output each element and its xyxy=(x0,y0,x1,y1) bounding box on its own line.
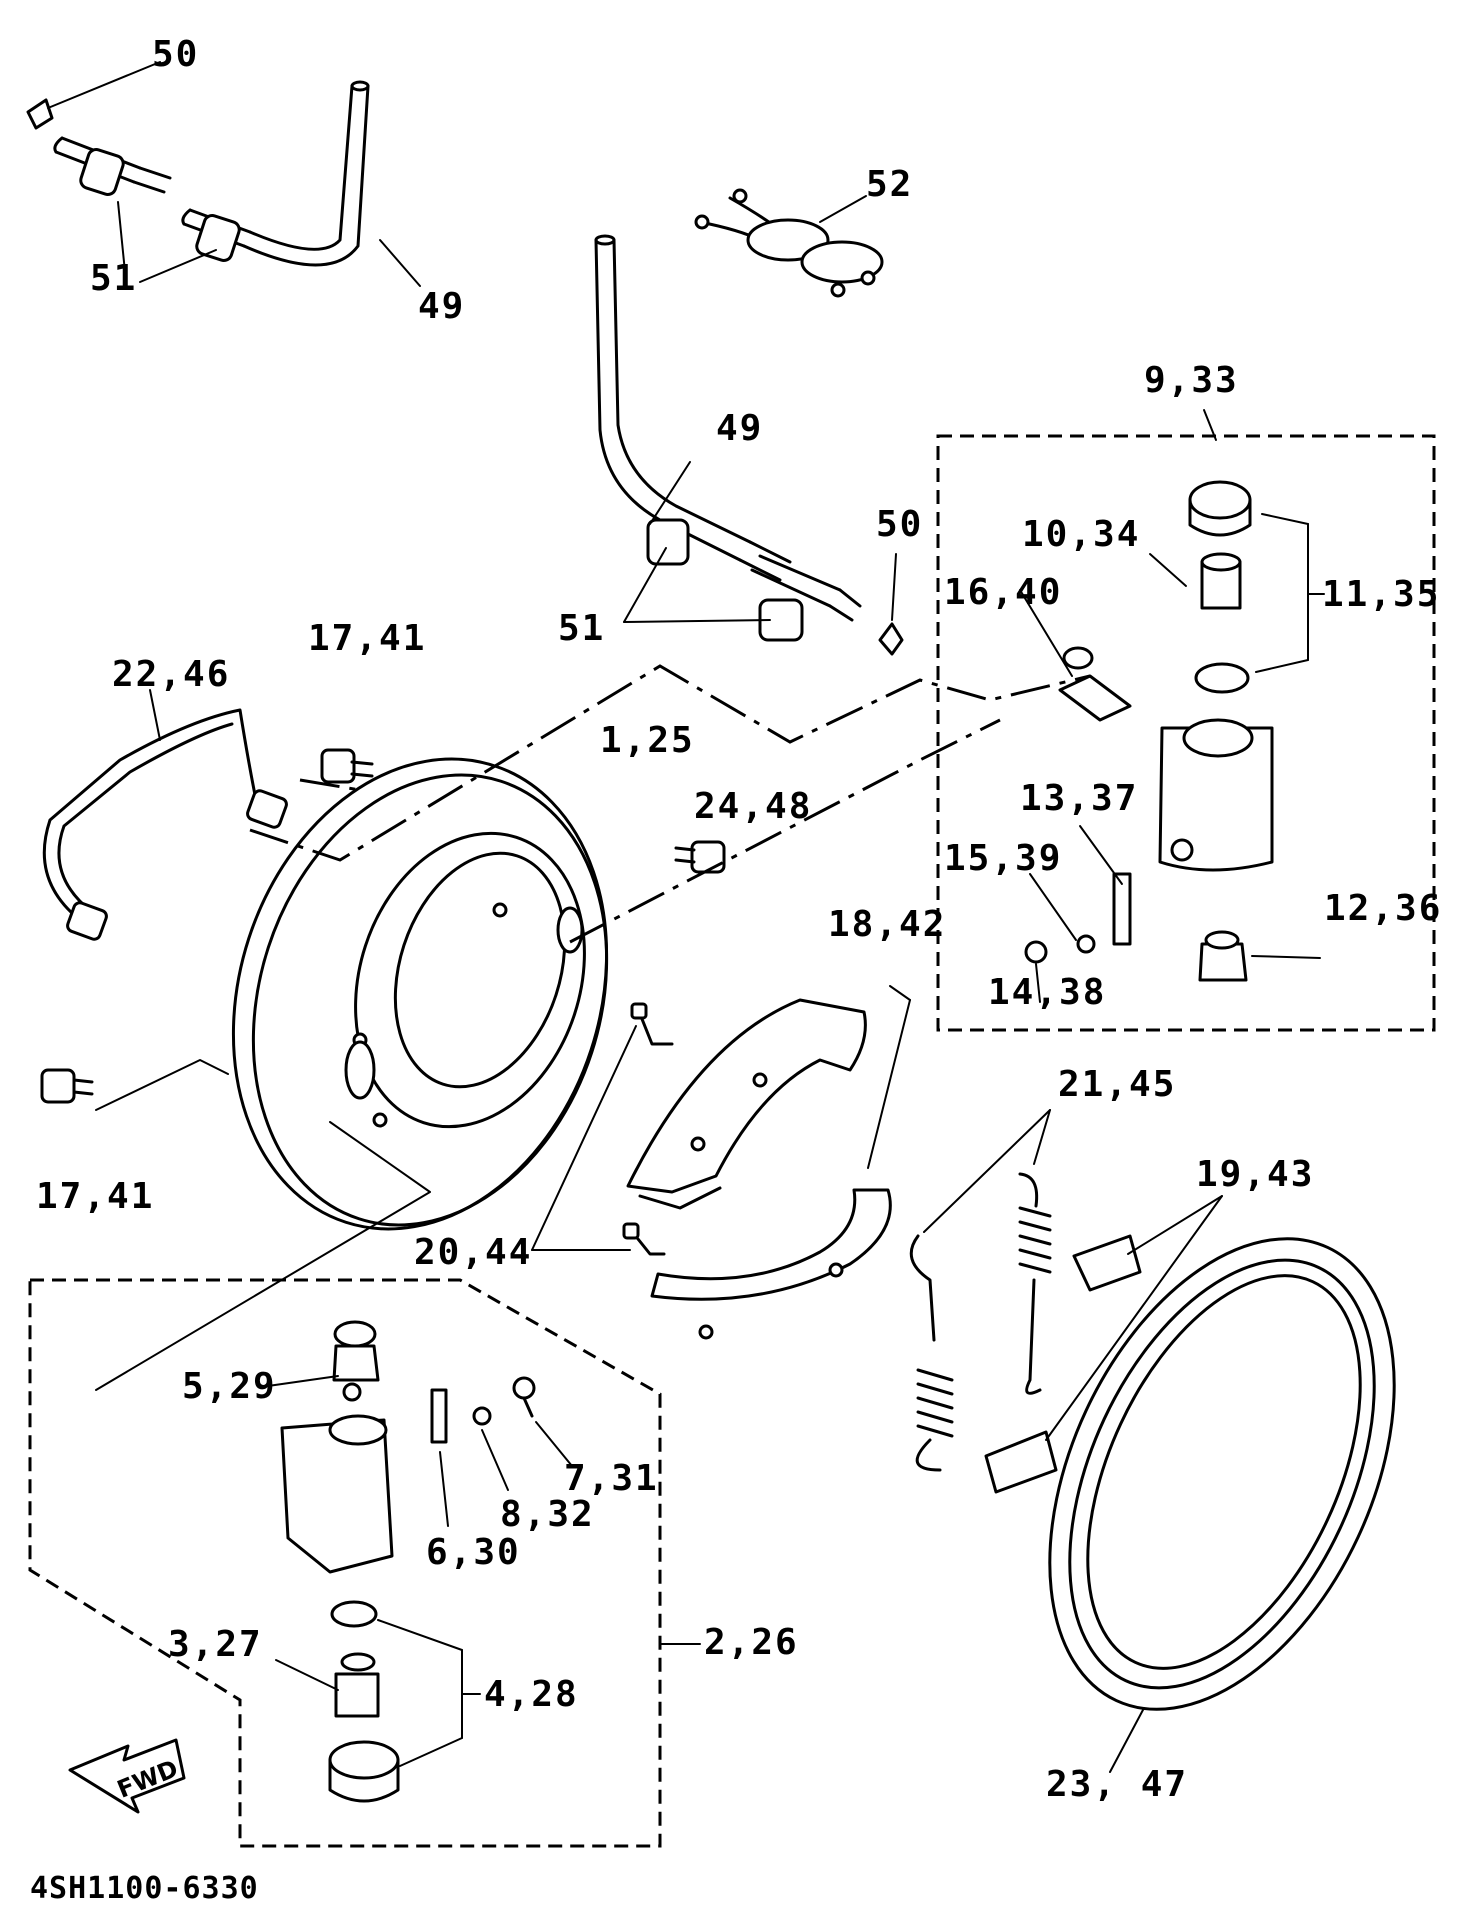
callout-21-45: 21,45 xyxy=(1058,1064,1176,1105)
callout-14-38: 14,38 xyxy=(988,972,1106,1013)
callout-2-26: 2,26 xyxy=(704,1622,799,1663)
callout-49b: 49 xyxy=(716,408,763,449)
callout-22-46: 22,46 xyxy=(112,654,230,695)
callout-20-44: 20,44 xyxy=(414,1232,532,1273)
diagram-code: 4SH1100-6330 xyxy=(30,1871,259,1906)
connector-lines xyxy=(95,664,1091,1391)
callout-3-27: 3,27 xyxy=(168,1624,263,1665)
return-springs xyxy=(909,1109,1052,1472)
hose-assembly-top xyxy=(26,61,421,287)
gasket-52 xyxy=(694,188,884,298)
callout-23-47: 23, 47 xyxy=(1046,1764,1188,1805)
brake-shoe-lower xyxy=(650,985,911,1340)
callout-16-40: 16,40 xyxy=(944,572,1062,613)
callout-50b: 50 xyxy=(876,504,923,545)
callout-49a: 49 xyxy=(418,286,465,327)
callout-6-30: 6,30 xyxy=(426,1532,521,1573)
adjusters xyxy=(984,1195,1223,1494)
callout-10-34: 10,34 xyxy=(1022,514,1140,555)
callout-9-33: 9,33 xyxy=(1144,360,1239,401)
callout-17-41a: 17,41 xyxy=(308,618,426,659)
callout-7-31: 7,31 xyxy=(564,1458,659,1499)
wheel-cylinder-kit-left xyxy=(28,1278,701,1848)
brake-hose-22 xyxy=(42,689,288,941)
callout-24-48: 24,48 xyxy=(694,786,812,827)
fwd-arrow-icon: FWD xyxy=(68,1738,186,1814)
hose-assembly-middle xyxy=(594,234,904,656)
hold-down-pins xyxy=(531,1002,674,1256)
callout-13-37: 13,37 xyxy=(1020,778,1138,819)
callout-52: 52 xyxy=(866,164,913,205)
backing-plate xyxy=(231,757,609,1231)
wheel-cylinder-kit-right xyxy=(936,409,1436,1032)
callout-51a: 51 xyxy=(90,258,137,299)
callout-51b: 51 xyxy=(558,608,605,649)
callout-50a: 50 xyxy=(152,34,199,75)
brake-drum xyxy=(1048,1237,1396,1773)
callout-labels: 50 51 49 52 49 51 50 9,33 10,34 11,35 16… xyxy=(36,34,1442,1805)
brake-shoe-upper xyxy=(626,998,867,1210)
callout-12-36: 12,36 xyxy=(1324,888,1442,929)
callout-15-39: 15,39 xyxy=(944,838,1062,879)
callout-5-29: 5,29 xyxy=(182,1366,277,1407)
callout-4-28: 4,28 xyxy=(484,1674,579,1715)
callout-18-42: 18,42 xyxy=(828,904,946,945)
callout-17-41b: 17,41 xyxy=(36,1176,154,1217)
callout-1-25: 1,25 xyxy=(600,720,695,761)
callout-8-32: 8,32 xyxy=(500,1494,595,1535)
callout-19-43: 19,43 xyxy=(1196,1154,1314,1195)
callout-11-35: 11,35 xyxy=(1322,574,1440,615)
